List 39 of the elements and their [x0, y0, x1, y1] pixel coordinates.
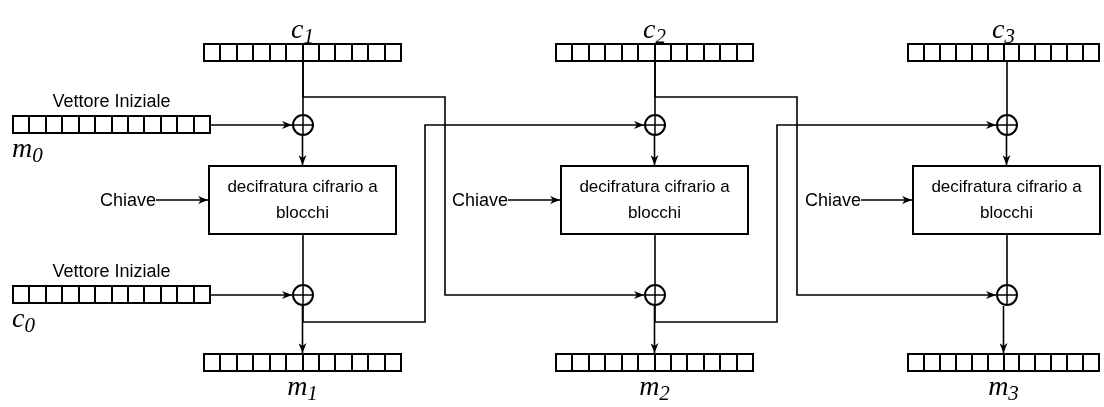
connector-line — [302, 234, 304, 285]
text-label: Vettore Iniziale — [52, 260, 171, 283]
xor-symbol — [292, 114, 314, 136]
xor-symbol — [996, 284, 1018, 306]
arrow — [302, 121, 645, 323]
key-label: Chiave — [452, 188, 509, 212]
xor-symbol — [644, 284, 666, 306]
arrow — [155, 196, 209, 204]
arrow — [654, 121, 997, 323]
math-label: c$_{3}$ — [992, 15, 1015, 43]
arrow — [654, 61, 997, 299]
xor-symbol — [644, 114, 666, 136]
process-box: decifratura cifrario a blocchi — [208, 165, 397, 235]
connector-line — [654, 234, 656, 285]
arrow — [210, 291, 293, 299]
math-label: m$_{1}$ — [287, 372, 318, 400]
math-label: m$_{0}$ — [12, 134, 43, 162]
arrow — [650, 135, 659, 166]
arrow — [210, 121, 293, 129]
arrow — [302, 61, 645, 299]
connector-line — [1006, 61, 1008, 115]
process-box: decifratura cifrario a blocchi — [560, 165, 749, 235]
arrow — [507, 196, 561, 204]
math-label: c$_{1}$ — [291, 15, 314, 43]
connector-line — [1006, 234, 1008, 285]
math-label: m$_{2}$ — [639, 372, 670, 400]
arrow — [298, 135, 307, 166]
text-label: Vettore Iniziale — [52, 90, 171, 113]
arrow — [860, 196, 913, 204]
math-label: m$_{3}$ — [988, 372, 1019, 400]
process-box: decifratura cifrario a blocchi — [912, 165, 1101, 235]
key-label: Chiave — [100, 188, 157, 212]
key-label: Chiave — [805, 188, 862, 212]
xor-symbol — [292, 284, 314, 306]
math-label: c$_{2}$ — [643, 15, 666, 43]
arrow — [1002, 135, 1011, 166]
xor-symbol — [996, 114, 1018, 136]
math-label: c$_{0}$ — [12, 304, 35, 332]
arrow — [999, 305, 1008, 354]
